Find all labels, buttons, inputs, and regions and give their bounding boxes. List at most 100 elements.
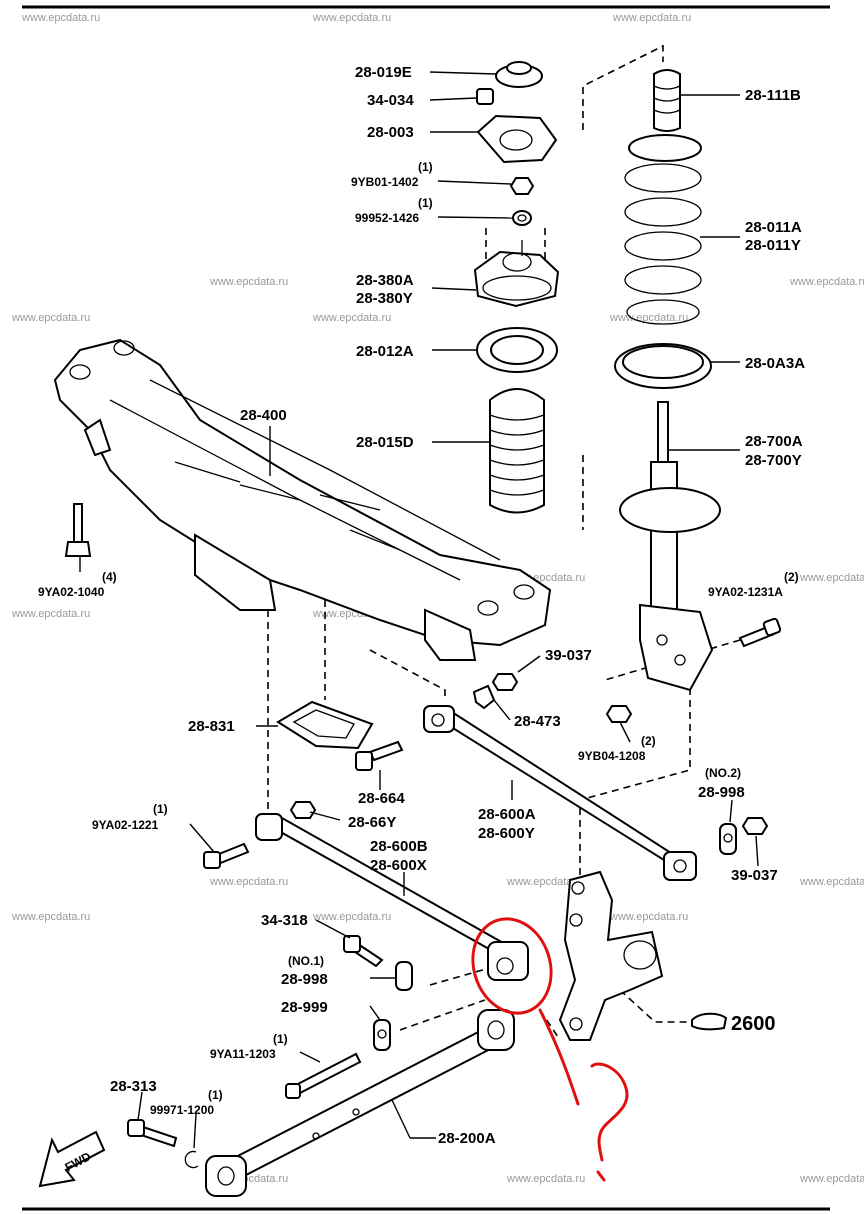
part-2600-knuckle: [558, 870, 664, 1041]
label-99952-1426: 99952-1426: [355, 211, 419, 225]
label-28-66Y: 28-66Y: [348, 814, 396, 831]
label-39-037-lower: 39-037: [731, 867, 778, 884]
label-28-664: 28-664: [358, 790, 405, 807]
watermark: www.epcdata.ru: [506, 1173, 585, 1185]
part-34-034-nut: [476, 88, 494, 105]
part-28-998-no2-cam: [719, 823, 737, 855]
qty-9YA02-1040: (4): [102, 570, 117, 584]
label-28-380A: 28-380A: [356, 272, 414, 289]
reference-pointer-icon: [691, 1012, 728, 1031]
watermark: www.epcdata.ru: [506, 876, 585, 888]
label-9YB01-1402: 9YB01-1402: [351, 175, 419, 189]
label-28-015D: 28-015D: [356, 434, 414, 451]
leader-lines: [79, 71, 759, 1149]
qty-9YA02-1221: (1): [153, 802, 168, 816]
part-28-019E-cap: [495, 61, 543, 88]
watermark: www.epcdata.ru: [799, 876, 864, 888]
label-9YA02-1231A: 9YA02-1231A: [708, 585, 783, 599]
label-99971-1200: 99971-1200: [150, 1103, 214, 1117]
watermark: www.epcdata.ru: [789, 276, 864, 288]
qty-99952-1426: (1): [418, 196, 433, 210]
label-28-473: 28-473: [514, 713, 561, 730]
qty-28-998-no2: (NO.2): [705, 766, 741, 780]
label-34-318: 34-318: [261, 912, 308, 929]
label-28-011Y: 28-011Y: [745, 237, 801, 254]
part-34-318-bolt: [343, 935, 384, 968]
label-28-380Y: 28-380Y: [356, 290, 413, 307]
part-39-037-nut-lower: [741, 817, 769, 835]
label-28-600A: 28-600A: [478, 806, 536, 823]
part-9YA02-1231A-bolts: [738, 617, 782, 648]
part-28-600A-lateral-link: [423, 705, 697, 881]
part-28-700A-shock-absorber: [619, 401, 721, 692]
label-9YA11-1203: 9YA11-1203: [210, 1047, 276, 1061]
watermark: www.epcdata.ru: [11, 312, 90, 324]
label-28-831: 28-831: [188, 718, 235, 735]
part-9YA02-1221-bolt: [203, 842, 250, 869]
watermark: www.epcdata.ru: [209, 276, 288, 288]
part-28-111B-bump-stop: [653, 69, 681, 132]
part-28-380A-strut-mount: [473, 240, 560, 308]
qty-9YB01-1402: (1): [418, 160, 433, 174]
qty-9YB04-1208: (2): [641, 734, 656, 748]
part-28-66Y-nut: [289, 801, 317, 819]
watermark: www.epcdata.ru: [799, 1173, 864, 1185]
watermark: www.epcdata.ru: [312, 12, 391, 24]
part-9YB01-1402-nut: [509, 177, 535, 195]
part-9YA02-1040-bolt: [64, 503, 92, 557]
part-28-003-plate: [476, 114, 558, 164]
label-39-037-upper: 39-037: [545, 647, 592, 664]
label-28-999: 28-999: [281, 999, 328, 1016]
label-28-019E: 28-019E: [355, 64, 412, 81]
label-9YB04-1208: 9YB04-1208: [578, 749, 646, 763]
watermark: www.epcdata.ru: [11, 911, 90, 923]
label-28-600Y: 28-600Y: [478, 825, 535, 842]
label-28-012A: 28-012A: [356, 343, 414, 360]
label-28-200A: 28-200A: [438, 1130, 496, 1147]
label-28-998-no1: 28-998: [281, 971, 328, 988]
label-28-700A: 28-700A: [745, 433, 803, 450]
qty-9YA11-1203: (1): [273, 1032, 288, 1046]
part-9YB04-1208-nut: [605, 705, 633, 723]
watermark: www.epcdata.ru: [609, 911, 688, 923]
label-28-600X: 28-600X: [370, 857, 427, 874]
part-99971-1200-snap-ring: [184, 1150, 199, 1169]
label-28-400: 28-400: [240, 407, 287, 424]
part-28-600B-lateral-link: [255, 813, 529, 981]
label-34-034: 34-034: [367, 92, 414, 109]
part-28-400-crossmember: [53, 338, 552, 661]
forward-direction-arrow-icon: FWD: [38, 1130, 106, 1188]
qty-99971-1200: (1): [208, 1088, 223, 1102]
part-28-998-no1-cam: [395, 961, 413, 991]
watermark: www.epcdata.ru: [612, 12, 691, 24]
watermark: www.epcdata.ru: [799, 572, 864, 584]
label-28-111B: 28-111B: [745, 87, 801, 104]
part-28-313-bolt: [127, 1119, 178, 1148]
label-9YA02-1040: 9YA02-1040: [38, 585, 105, 599]
part-28-831-bracket: [276, 700, 374, 750]
watermark: www.epcdata.ru: [209, 876, 288, 888]
watermark: www.epcdata.ru: [21, 12, 100, 24]
label-28-998-no2: 28-998: [698, 784, 745, 801]
label-28-003: 28-003: [367, 124, 414, 141]
watermark: www.epcdata.ru: [11, 608, 90, 620]
watermark: www.epcdata.ru: [609, 312, 688, 324]
part-28-664-bolt: [355, 740, 404, 771]
part-labels: 28-019E 34-034 28-003 (1) 9YB01-1402 (1)…: [38, 64, 805, 1147]
red-highlight-annotation: [471, 917, 629, 1182]
assembly-dashed-lines: [267, 44, 741, 1041]
label-28-0A3A: 28-0A3A: [745, 355, 805, 372]
part-99952-1426-washer: [512, 210, 532, 226]
label-28-011A: 28-011A: [745, 219, 802, 236]
watermark: www.epcdata.ru: [312, 312, 391, 324]
qty-9YA02-1231A: (2): [784, 570, 799, 584]
label-28-600B: 28-600B: [370, 838, 428, 855]
part-28-012A-spring-seat: [476, 327, 558, 373]
label-9YA02-1221: 9YA02-1221: [92, 818, 159, 832]
watermark: www.epcdata.ru: [312, 911, 391, 923]
part-28-015D-dust-boot: [489, 388, 545, 514]
part-28-200A-trailing-link: [205, 1009, 515, 1197]
qty-28-998-no1: (NO.1): [288, 954, 324, 968]
label-2600: 2600: [731, 1013, 776, 1035]
